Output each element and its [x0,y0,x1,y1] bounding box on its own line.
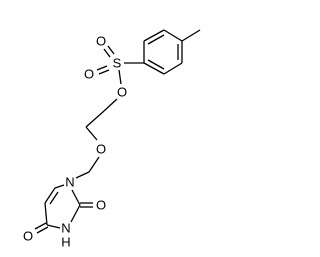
bond-ring-2 [163,29,183,42]
bond-s-o-left-b [98,69,110,75]
chemical-structure: S O O O O N O N H O [23,29,201,250]
bond-s-o-top-a [103,48,111,58]
bond-oester-ch2 [103,98,118,112]
bond-ring-inner-1 [147,34,165,45]
bond-ring-4 [163,62,183,75]
bond-c2-n3 [70,204,81,223]
bond-ch2-ch2 [85,110,105,128]
atom-labels: S O O O O N O N H O [23,34,127,250]
bond-c5-c6 [44,187,56,204]
bond-methyl [181,29,201,42]
atom-o-sulfonyl-top: O [96,34,106,49]
bond-ring-1 [143,29,165,42]
atom-o-c4: O [23,229,33,244]
atom-s1: S [113,56,122,71]
bond-ring-5 [143,62,165,75]
bond-c4-c5 [44,202,48,226]
atom-o-c2: O [96,198,106,213]
atom-n3-hydrogen: H [61,235,70,250]
bond-s-oester [118,69,122,85]
bond-oether-ch2 [88,156,100,173]
bond-n1-c2 [71,189,81,206]
bond-ch2-oether [85,126,98,141]
atom-o-ester: O [117,85,127,100]
atom-n3: N [61,221,70,236]
bond-s-o-top-b [107,45,115,55]
bond-c4-o-a [34,222,47,230]
bond-c6-n1 [54,184,65,189]
atom-o-ether: O [96,142,106,157]
bond-n3-c4 [46,224,61,229]
bond-c5-c6-inner [49,191,59,205]
bond-s-o-left-a [96,65,108,71]
bond-ch2-n1 [75,171,90,179]
bond-c4-o-b [36,226,49,234]
bond-ring-inner-3 [147,59,165,70]
atom-o-sulfonyl-left: O [84,67,94,82]
bonds [34,29,201,234]
atom-n1: N [65,175,74,190]
